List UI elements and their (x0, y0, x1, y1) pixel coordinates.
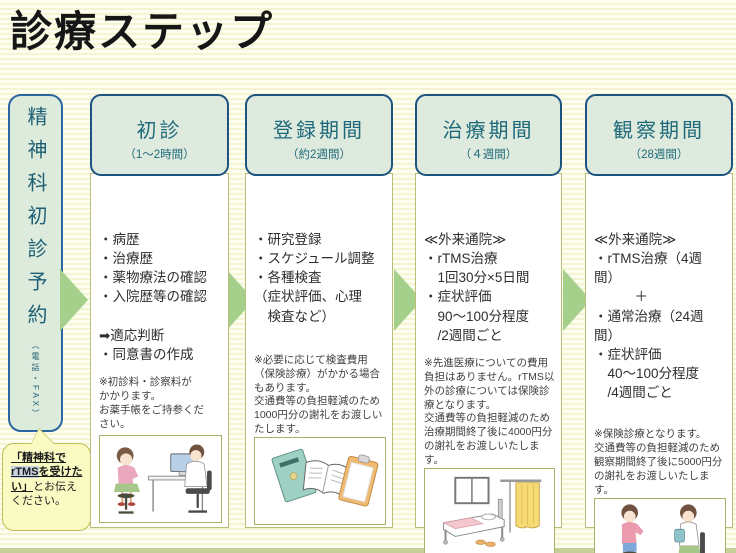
page-title: 診療ステップ (10, 8, 275, 55)
step-body-text: ≪外来通院≫ ・rTMS治療（4週間） ＋ ・通常治療（24週間） ・症状評価 … (594, 232, 704, 401)
step-body-text: ・病歴 ・治療歴 ・薬物療法の確認 ・入院歴等の確認 ➡適応判断 ・同意書の作成 (99, 232, 207, 362)
step-title: 登録期間 (273, 120, 365, 142)
step-header: 初診 （1～2時間） (90, 94, 229, 176)
step-column-treatment: ≪外来通院≫ ・rTMS治療 1回30分×5日間 ・症状評価 90～100分程度… (415, 94, 562, 553)
callout-quote-open: 「精神科で (11, 452, 66, 464)
bottom-accent-strip (0, 548, 736, 553)
step-header: 観察期間 （28週間） (585, 94, 733, 176)
step-header: 治療期間 （４週間） (415, 94, 562, 176)
step-note: ※必要に応じて検査費用 （保険診療）がかかる場合 もあります。 交通費等の負担軽… (254, 353, 383, 436)
step-note: ※先進医療についての費用 負担はありません。rTMS以 外の診療については保険診… (424, 356, 555, 466)
hospital-bed-illustration (442, 476, 542, 547)
step-column-registration: ・研究登録 ・スケジュール調整 ・各種検査 （症状評価、心理 検査など） ※必要… (245, 94, 393, 530)
step-subtitle: （約2週間） (287, 149, 351, 161)
illustration-box (594, 497, 726, 553)
step-title: 初診 (136, 120, 183, 142)
doctor-interview-illustration (113, 444, 212, 514)
step-body: ≪外来通院≫ ・rTMS治療（4週間） ＋ ・通常治療（24週間） ・症状評価 … (585, 173, 733, 553)
illustration-box (99, 435, 222, 523)
step-subtitle: （４週間） (459, 149, 518, 161)
phone-callout-bubble: 「精神科で rTMSを受けたい」とお伝えください。 (2, 429, 91, 531)
callout-rest: とお伝えください。 (11, 480, 77, 507)
callout-quote-close: を受けたい」 (11, 466, 83, 493)
step-body-text: ≪外来通院≫ ・rTMS治療 1回30分×5日間 ・症状評価 90～100分程度… (424, 232, 530, 343)
callout-rtms-highlight: rTMS (11, 466, 39, 479)
step-body: ≪外来通院≫ ・rTMS治療 1回30分×5日間 ・症状評価 90～100分程度… (415, 173, 562, 553)
step-header: 登録期間 （約2週間） (245, 94, 393, 176)
step-title: 観察期間 (613, 120, 705, 142)
pre-step-vertical-text: 精神科初診予約 （電話・FAX） (21, 106, 50, 420)
flow-arrow (60, 269, 88, 331)
step-subtitle: （28週間） (629, 149, 689, 161)
illustration-box (424, 467, 555, 553)
follow-up-interview-illustration (621, 504, 705, 553)
step-body: ・病歴 ・治療歴 ・薬物療法の確認 ・入院歴等の確認 ➡適応判断 ・同意書の作成… (90, 173, 229, 528)
step-note: ※初診料・診察料が かかります。 お薬手帳をご持参くだ さい。 (99, 376, 204, 430)
pre-step-box: 精神科初診予約 （電話・FAX） (8, 94, 63, 432)
step-body: ・研究登録 ・スケジュール調整 ・各種検査 （症状評価、心理 検査など） ※必要… (245, 173, 393, 528)
step-note: ※保険診療となります。 交通費等の負担軽減のため 観察期間終了後に5000円分 … (594, 428, 723, 496)
callout-pointer (31, 429, 55, 445)
documents-and-clipboard-illustration (271, 448, 379, 507)
step-column-first-visit: ・病歴 ・治療歴 ・薬物療法の確認 ・入院歴等の確認 ➡適応判断 ・同意書の作成… (90, 94, 229, 530)
pre-step-sub-label: （電話・FAX） (31, 340, 40, 421)
step-title: 治療期間 (442, 120, 535, 142)
step-subtitle: （1～2時間） (124, 149, 195, 161)
step-body-text: ・研究登録 ・スケジュール調整 ・各種検査 （症状評価、心理 検査など） (254, 232, 375, 324)
step-column-observation: ≪外来通院≫ ・rTMS治療（4週間） ＋ ・通常治療（24週間） ・症状評価 … (585, 94, 733, 553)
pre-step-label: 精神科初診予約 (24, 105, 46, 337)
illustration-box (254, 436, 386, 525)
